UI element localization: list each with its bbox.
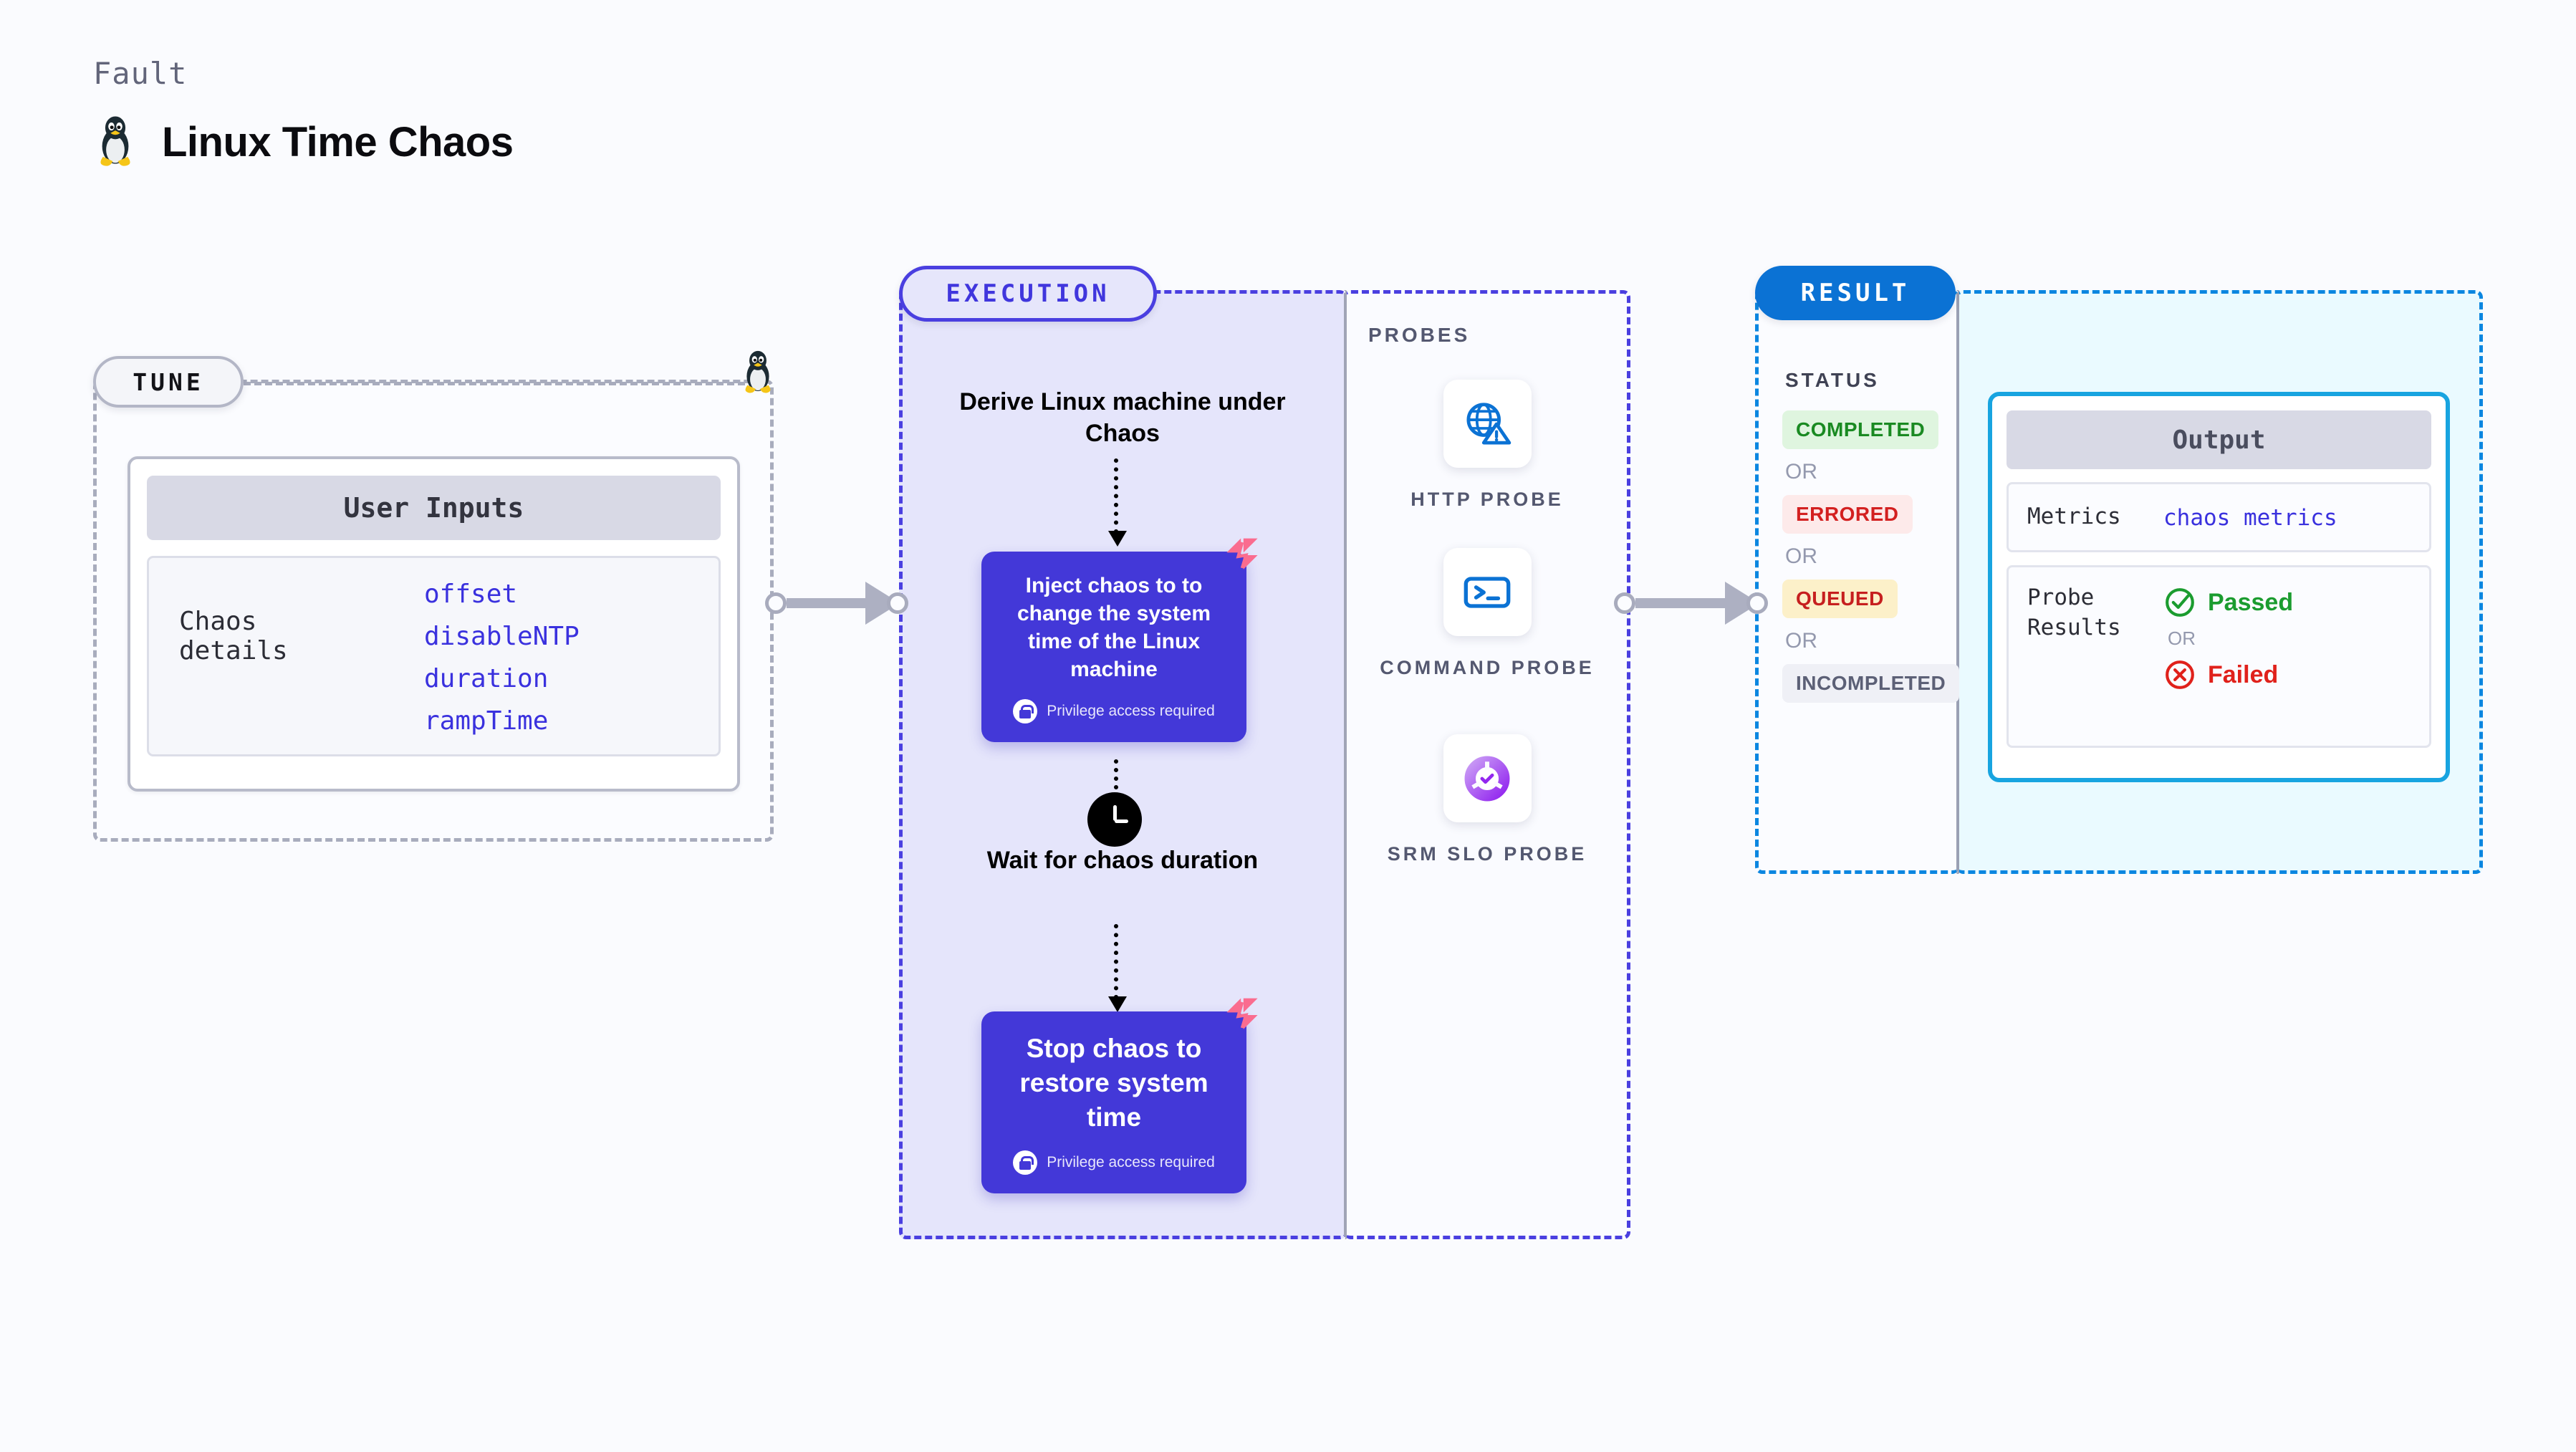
arrow-end-node bbox=[887, 592, 908, 614]
stop-chaos-card-text: Stop chaos to restore system time bbox=[1019, 1034, 1208, 1133]
chaos-details-label: Chaos details bbox=[179, 607, 288, 665]
arrow-start-node bbox=[765, 592, 787, 614]
status-label: STATUS bbox=[1785, 369, 1880, 391]
tune-to-execution-arrow bbox=[765, 582, 908, 625]
parameter-item[interactable]: disableNTP bbox=[424, 622, 580, 651]
status-badge-queued: QUEUED bbox=[1782, 580, 1898, 618]
lock-icon bbox=[1013, 1150, 1038, 1175]
lock-icon bbox=[1013, 699, 1038, 723]
parameter-item[interactable]: offset bbox=[424, 580, 518, 609]
execution-step-1-title: Derive Linux machine under Chaos bbox=[959, 388, 1286, 447]
probe-item-srm-slo[interactable]: SRM SLO PROBE bbox=[1380, 734, 1595, 867]
probe-icon-tile bbox=[1443, 734, 1532, 822]
execution-to-result-arrow bbox=[1614, 582, 1768, 625]
probe-result-passed: Passed bbox=[2163, 586, 2293, 619]
execution-step-2-title: Wait for chaos duration bbox=[986, 847, 1259, 874]
output-card: Output Metrics chaos metrics Probe Resul… bbox=[1988, 392, 2450, 782]
probe-icon-tile bbox=[1443, 548, 1532, 636]
status-badge-errored: ERRORED bbox=[1782, 495, 1913, 534]
status-badge-incompleted: INCOMPLETED bbox=[1782, 664, 1960, 703]
probe-icon-tile bbox=[1443, 380, 1532, 468]
tune-tux-connector bbox=[244, 382, 766, 385]
parameter-item[interactable]: rampTime bbox=[424, 706, 549, 736]
probe-result-failed: Failed bbox=[2163, 658, 2293, 691]
probe-item-http[interactable]: HTTP PROBE bbox=[1380, 380, 1595, 512]
globe-warning-icon bbox=[1466, 402, 1512, 444]
status-list: COMPLETED OR ERRORED OR QUEUED OR INCOMP… bbox=[1782, 410, 1960, 703]
slo-donut-check-icon bbox=[1464, 756, 1510, 801]
output-row-metrics: Metrics chaos metrics bbox=[2007, 482, 2431, 552]
parameter-item[interactable]: duration bbox=[424, 664, 549, 693]
clock-icon bbox=[1087, 792, 1142, 847]
privilege-note: Privilege access required bbox=[1013, 1150, 1215, 1175]
privilege-note: Privilege access required bbox=[1013, 699, 1215, 723]
status-badge-completed: COMPLETED bbox=[1782, 410, 1939, 449]
stop-chaos-card[interactable]: Stop chaos to restore system time Privil… bbox=[981, 998, 1258, 1194]
arrow-end-node bbox=[1746, 592, 1768, 614]
x-circle-icon bbox=[2166, 660, 2194, 689]
inject-chaos-card[interactable]: Inject chaos to to change the system tim… bbox=[981, 538, 1258, 742]
privilege-note-text: Privilege access required bbox=[1047, 703, 1215, 719]
passed-label: Passed bbox=[2208, 588, 2294, 616]
probe-results-key: Probe Results bbox=[2027, 585, 2121, 640]
harness-logo-icon bbox=[1226, 998, 1258, 1029]
page-kicker: Fault bbox=[93, 56, 188, 91]
arrow-shaft bbox=[1635, 598, 1726, 608]
probes-section-label: PROBES bbox=[1368, 324, 1471, 346]
check-circle-icon bbox=[2166, 588, 2194, 617]
output-row-probe-results: Probe Results Passed OR Faile bbox=[2007, 565, 2431, 748]
arrow-shaft bbox=[787, 598, 867, 608]
execution-probes-divider bbox=[1344, 290, 1347, 1239]
user-inputs-title: User Inputs bbox=[147, 476, 721, 540]
output-card-title: Output bbox=[2007, 410, 2431, 469]
or-separator: OR bbox=[1785, 629, 1817, 653]
probe-label: HTTP PROBE bbox=[1410, 489, 1564, 510]
metrics-key: Metrics bbox=[2027, 504, 2121, 530]
probe-results-values: Passed OR Failed bbox=[2163, 583, 2293, 730]
privilege-note-text: Privilege access required bbox=[1047, 1154, 1215, 1171]
execution-flow-connector-3 bbox=[1108, 924, 1127, 1012]
execution-stage-tag[interactable]: EXECUTION bbox=[899, 266, 1157, 322]
metrics-value[interactable]: chaos metrics bbox=[2163, 505, 2337, 531]
chaos-parameter-list: offset disableNTP duration rampTime bbox=[358, 580, 580, 754]
inject-chaos-card-text: Inject chaos to to change the system tim… bbox=[1017, 574, 1211, 681]
tune-stage-tag[interactable]: TUNE bbox=[93, 356, 244, 408]
harness-logo-icon bbox=[1226, 538, 1258, 569]
page-title-row: Linux Time Chaos bbox=[93, 115, 514, 169]
terminal-icon bbox=[1464, 576, 1511, 608]
user-inputs-body: Chaos details offset disableNTP duration… bbox=[147, 556, 721, 756]
result-sections-divider bbox=[1956, 290, 1959, 874]
or-separator: OR bbox=[1785, 544, 1817, 568]
user-inputs-card: User Inputs Chaos details offset disable… bbox=[128, 456, 740, 792]
page-title: Linux Time Chaos bbox=[162, 118, 514, 165]
or-separator: OR bbox=[1785, 460, 1817, 484]
probe-label: SRM SLO PROBE bbox=[1387, 843, 1587, 865]
probe-item-command[interactable]: COMMAND PROBE bbox=[1380, 548, 1595, 681]
failed-label: Failed bbox=[2208, 660, 2279, 688]
linux-tux-icon bbox=[100, 116, 130, 166]
result-stage-tag[interactable]: RESULT bbox=[1755, 266, 1956, 320]
arrow-start-node bbox=[1614, 592, 1635, 614]
probe-label: COMMAND PROBE bbox=[1380, 657, 1595, 678]
execution-flow-connector-1 bbox=[1108, 458, 1127, 547]
linux-tux-icon-small bbox=[745, 350, 771, 393]
or-separator: OR bbox=[2168, 628, 2196, 649]
